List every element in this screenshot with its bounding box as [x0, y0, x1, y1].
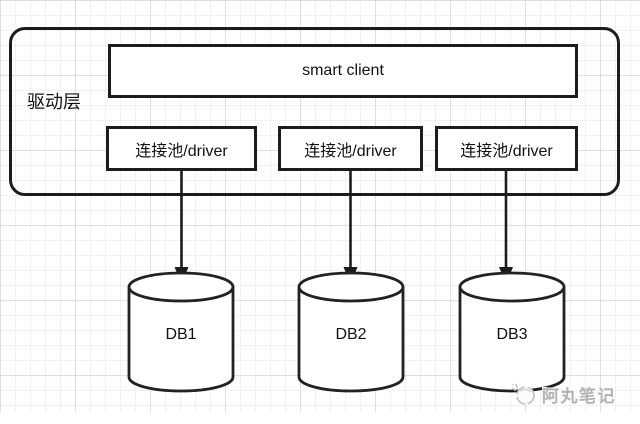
- connection-pool-node-2: 连接池/driver: [278, 126, 423, 171]
- connection-pool-label-2: 连接池/driver: [304, 142, 397, 160]
- smart-client-label: smart client: [302, 62, 384, 79]
- database-label-db2: DB2: [335, 326, 367, 343]
- database-cylinder-db2: DB2: [297, 271, 405, 393]
- cylinder-shape-icon: [297, 271, 405, 393]
- connection-pool-label-1: 连接池/driver: [135, 142, 228, 160]
- smart-client-node: smart client: [108, 44, 578, 98]
- connection-pool-node-3: 连接池/driver: [435, 126, 578, 171]
- database-cylinder-db1: DB1: [127, 271, 235, 393]
- database-label-db1: DB1: [165, 326, 197, 343]
- database-cylinder-db3: DB3: [458, 271, 566, 393]
- driver-layer-container: 驱动层: [9, 27, 620, 196]
- driver-layer-label: 驱动层: [27, 92, 81, 112]
- cylinder-shape-icon: [127, 271, 235, 393]
- connection-pool-label-3: 连接池/driver: [460, 142, 553, 160]
- connection-pool-node-1: 连接池/driver: [106, 126, 257, 171]
- database-label-db3: DB3: [496, 326, 528, 343]
- cylinder-shape-icon: [458, 271, 566, 393]
